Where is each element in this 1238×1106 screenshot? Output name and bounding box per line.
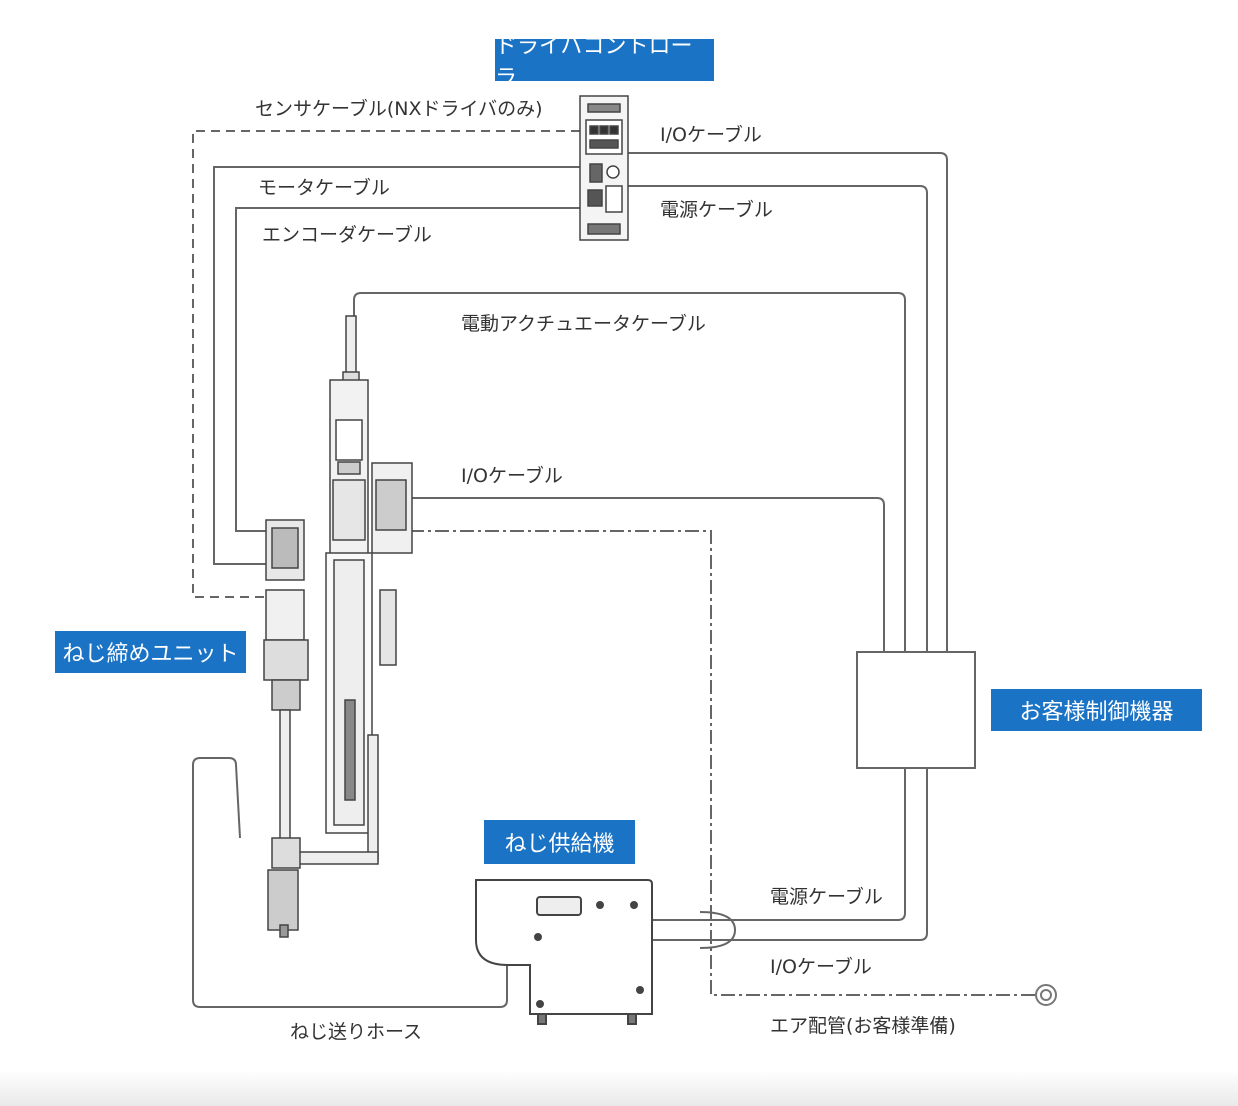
motor-cable-line (213, 166, 580, 565)
screw-unit-device (263, 315, 413, 938)
sensor-cable-line (192, 130, 580, 598)
sensor-cable-label: センサケーブル(NXドライバのみ) (255, 98, 543, 120)
air-fitting-icon (1035, 984, 1057, 1006)
customer-control-label: お客様制御機器 (991, 689, 1202, 731)
screw-feeder-label: ねじ供給機 (484, 820, 635, 864)
screw-hose-line (192, 757, 508, 1008)
driver-controller-device (579, 95, 629, 241)
customer-control-box (856, 651, 976, 769)
air-pipe-label: エア配管(お客様準備) (770, 1015, 956, 1037)
actuator-cable-label: 電動アクチュエータケーブル (461, 313, 706, 335)
io-cable-bottom-line (652, 768, 928, 941)
io-cable-top-line (628, 152, 948, 652)
screw-feeder-device (475, 879, 653, 1025)
io-cable-mid-line (410, 497, 885, 652)
io-cable-bottom-label: I/Oケーブル (770, 956, 872, 978)
screw-unit-label: ねじ締めユニット (55, 631, 246, 673)
bottom-fade (0, 1070, 1238, 1106)
screw-hose-label: ねじ送りホース (290, 1021, 423, 1043)
actuator-cable-line (353, 292, 906, 652)
power-cable-top-label: 電源ケーブル (660, 199, 773, 221)
encoder-cable-line (235, 207, 580, 532)
power-cable-bottom-label: 電源ケーブル (770, 886, 883, 908)
driver-controller-label: ドライバコントローラ (495, 34, 714, 91)
io-cable-top-label: I/Oケーブル (660, 124, 762, 146)
motor-cable-label: モータケーブル (258, 177, 390, 199)
io-cable-mid-label: I/Oケーブル (461, 465, 563, 487)
encoder-cable-label: エンコーダケーブル (262, 224, 432, 246)
power-cable-bottom-line (652, 768, 906, 921)
air-line-upper (410, 530, 1036, 996)
power-cable-top-line (628, 185, 928, 652)
